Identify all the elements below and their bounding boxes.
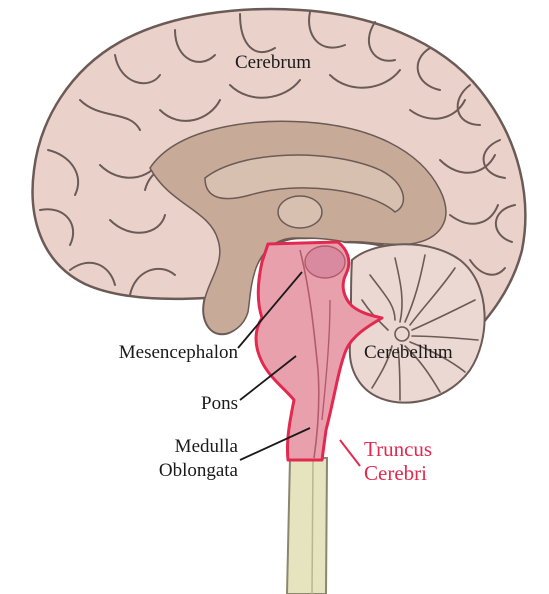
label-truncus-line1: Truncus: [364, 438, 432, 460]
label-cerebrum: Cerebrum: [235, 52, 311, 74]
label-medulla-line1: Medulla: [140, 436, 238, 458]
pineal-area: [305, 246, 345, 278]
label-medulla-line2: Oblongata: [120, 460, 238, 482]
label-pons: Pons: [160, 393, 238, 415]
spinal-cord-line: [312, 460, 313, 594]
label-mesencephalon: Mesencephalon: [80, 342, 238, 364]
label-cerebellum: Cerebellum: [364, 342, 453, 364]
thalamus: [278, 196, 322, 228]
label-truncus-line2: Cerebri: [364, 462, 427, 484]
spinal-cord: [287, 458, 327, 594]
leader-truncus: [340, 440, 360, 466]
